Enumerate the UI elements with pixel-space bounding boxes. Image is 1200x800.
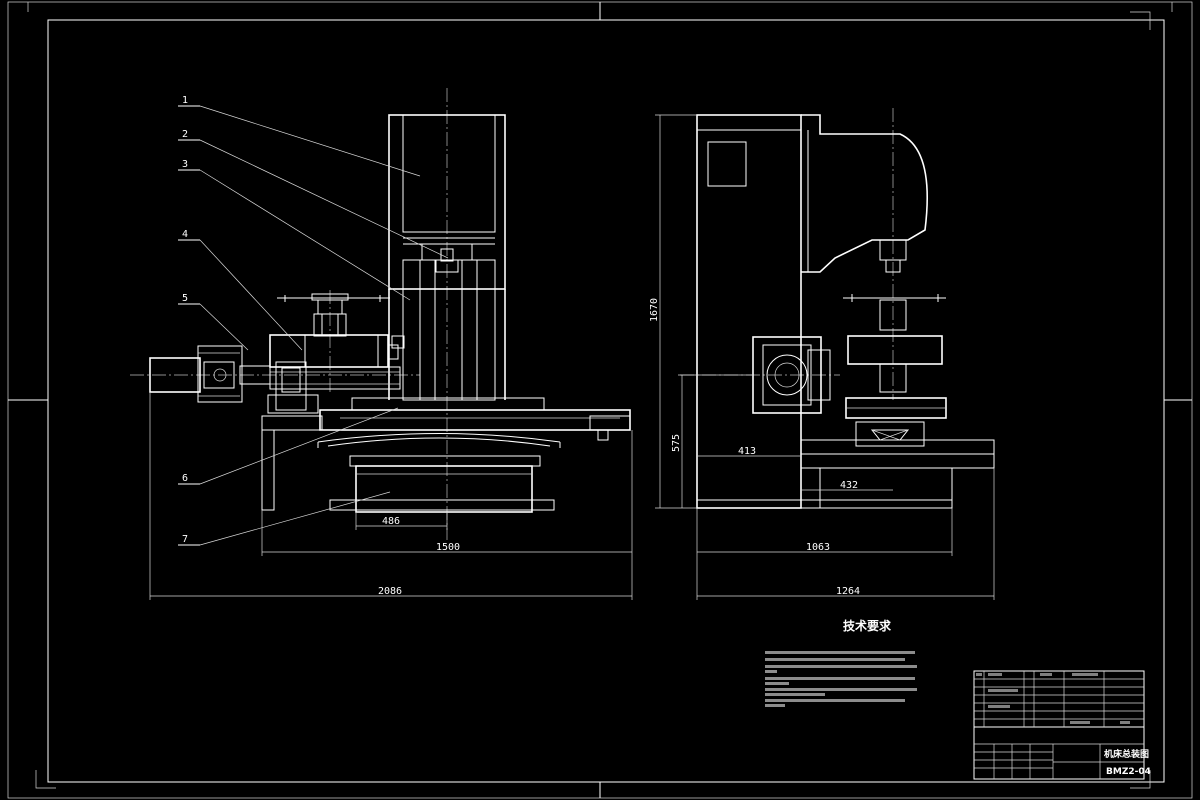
callout-leaders [178,105,449,546]
drawing-number: BMZ2-04 [1106,767,1151,777]
front-dimension-lines [149,392,633,600]
technical-requirements-heading: 技术要求 [843,618,892,633]
dim-1264: 1264 [836,586,860,597]
callout-6: 6 [182,473,188,484]
side-view [680,108,995,509]
front-view [130,88,631,540]
dim-1670: 1670 [649,298,660,322]
sheet-border [7,1,1193,799]
callout-3: 3 [182,159,188,170]
dim-1500: 1500 [436,542,460,553]
callout-1: 1 [182,95,188,106]
callout-5: 5 [182,293,188,304]
dim-1063: 1063 [806,542,830,553]
dim-575: 575 [671,434,682,452]
dim-432: 432 [840,480,858,491]
dim-413: 413 [738,446,756,457]
dim-486: 486 [382,516,400,527]
title-block [973,670,1145,780]
callout-2: 2 [182,129,188,140]
technical-requirements-notes [765,651,917,707]
side-dimension-lines [655,114,995,600]
callout-7: 7 [182,534,188,545]
dim-2086: 2086 [378,586,402,597]
callout-4: 4 [182,229,188,240]
drawing-name: 机床总装图 [1104,748,1149,760]
